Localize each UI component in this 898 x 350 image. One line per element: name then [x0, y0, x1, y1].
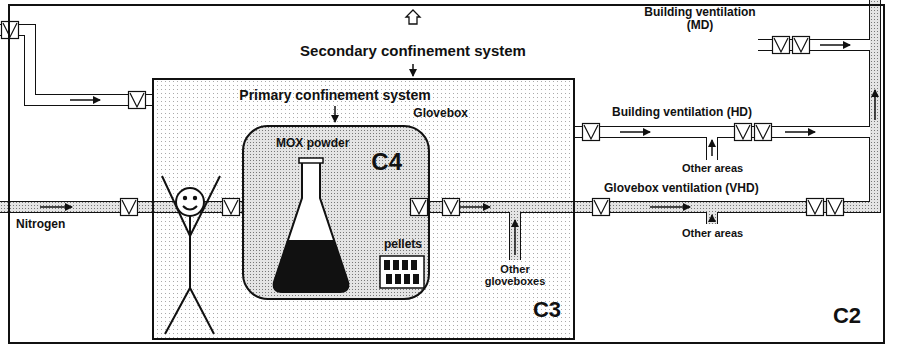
duct-label: Glovebox ventilation (VHD)	[604, 182, 759, 195]
duct-outlines	[0, 0, 875, 260]
zone-label: C3	[533, 298, 561, 322]
confinement-label: Secondary confinement system	[248, 43, 578, 60]
branch-label: Other areas	[682, 162, 743, 174]
branch-label: Other gloveboxes	[482, 263, 548, 287]
duct-label: Building ventilation (HD)	[612, 106, 752, 119]
glovebox-heading: Glovebox	[413, 107, 468, 120]
glovebox-ground	[242, 125, 430, 300]
mox-flask	[274, 158, 349, 292]
duct-insides	[0, 30, 875, 160]
confinement-label: Primary confinement system	[226, 88, 444, 103]
glovebox: GloveboxC4	[242, 125, 430, 300]
material-label: pellets	[384, 238, 422, 251]
zone-label: C4	[371, 149, 402, 175]
pellets-tray	[380, 256, 424, 288]
branch-label: Other areas	[682, 227, 743, 239]
up-icon	[406, 10, 420, 24]
gas-label: Nitrogen	[16, 218, 65, 231]
room-c3: C3GloveboxC4	[152, 78, 575, 340]
duct-dotted	[0, 0, 875, 260]
material-label: MOX powder	[276, 137, 349, 150]
zone-label: C2	[833, 304, 861, 328]
flow-arrows	[40, 45, 875, 255]
duct-label: Building ventilation (MD)	[640, 6, 760, 32]
worker-figure	[162, 176, 220, 334]
filters	[2, 22, 844, 216]
